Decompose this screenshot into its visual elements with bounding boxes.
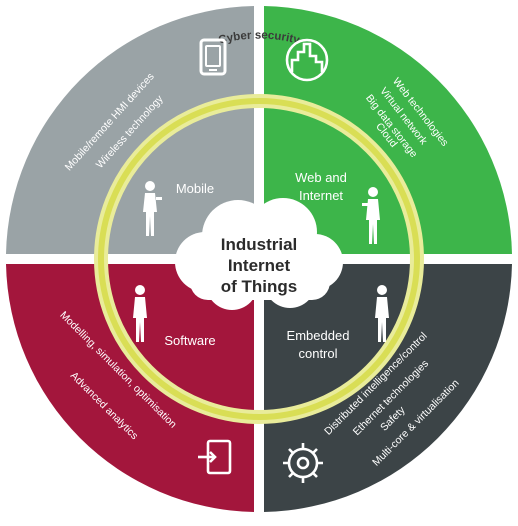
- person-embedded-icon: [375, 285, 389, 342]
- cloud-icon: [175, 198, 343, 310]
- center-title-line-1: Industrial: [221, 235, 298, 254]
- gear-chip-icon: [283, 443, 323, 483]
- ring-label: Cyber security: [217, 30, 301, 47]
- center-title-line-3: of Things: [221, 277, 297, 296]
- web-label-line-1: Web and: [295, 170, 347, 185]
- ring-label-text: Cyber security: [217, 30, 301, 47]
- embedded-label-line-2: control: [298, 346, 337, 361]
- ring-core: [98, 98, 420, 420]
- city-skyline-icon: [285, 38, 329, 82]
- tablet-icon: [199, 38, 227, 76]
- person-software-icon: [133, 285, 147, 342]
- cyber-security-ring: [94, 94, 424, 424]
- center-cloud: Industrial Internet of Things: [175, 198, 343, 310]
- door-exit-icon: [198, 439, 232, 475]
- software-label: Software: [164, 333, 215, 348]
- center-title-line-2: Internet: [228, 256, 291, 275]
- embedded-label-line-1: Embedded: [287, 328, 350, 343]
- web-label-line-2: Internet: [299, 188, 343, 203]
- person-mobile-icon: [143, 181, 162, 236]
- person-figures: [133, 181, 389, 342]
- mobile-label: Mobile: [176, 181, 214, 196]
- person-web-icon: [362, 187, 380, 244]
